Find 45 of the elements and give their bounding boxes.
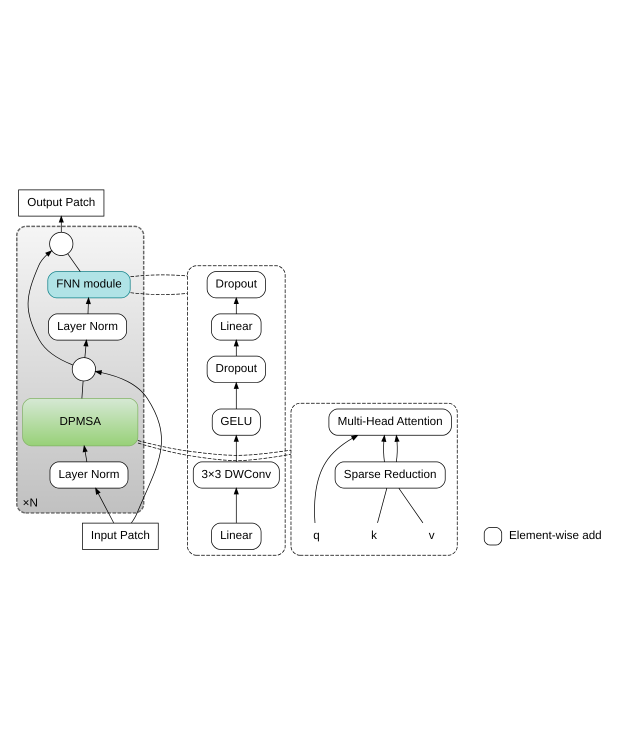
arrow [83,339,88,358]
arrow [234,382,239,410]
connector [130,274,188,278]
node-box: Dropout [206,271,266,298]
connector [377,488,388,524]
arrow [234,296,239,314]
node-box: Output Patch [18,190,104,217]
connector [138,442,292,461]
arrow [94,370,162,524]
node-text: v [428,529,435,542]
arrow [28,250,74,366]
connector [130,292,188,295]
node-box: Layer Norm [48,314,127,340]
arrow [58,215,64,233]
node-box: 3×3 DWConv [192,462,280,489]
connector [67,253,81,272]
node-box: Multi-Head Attention [328,408,452,436]
connector [138,440,292,456]
node-box: Input Patch [82,522,159,550]
arrow [234,487,239,524]
node-box: Linear [211,314,262,340]
node-text: k [371,529,378,542]
node-box: Layer Norm [50,462,128,489]
node-box: Linear [211,522,262,550]
node-box: Sparse Reduction [334,462,446,489]
node-circle [49,232,74,256]
cluster [187,265,286,556]
node-box: GELU [212,408,261,436]
arrow [314,434,359,524]
node-box: FNN module [47,271,131,298]
arrow [86,296,91,314]
arrow [82,444,88,462]
arrow [95,487,114,524]
node-circle [72,357,96,382]
arrow [234,434,239,462]
node-text: q [313,529,320,542]
connector [82,380,84,399]
cluster [290,402,458,556]
node-box: Dropout [206,356,266,383]
connector [398,488,424,524]
arrow [381,434,386,462]
legend-label: Element-wise add [509,529,602,542]
arrow [394,434,400,462]
arrow [234,339,239,356]
node-box: DPMSA [22,398,138,446]
